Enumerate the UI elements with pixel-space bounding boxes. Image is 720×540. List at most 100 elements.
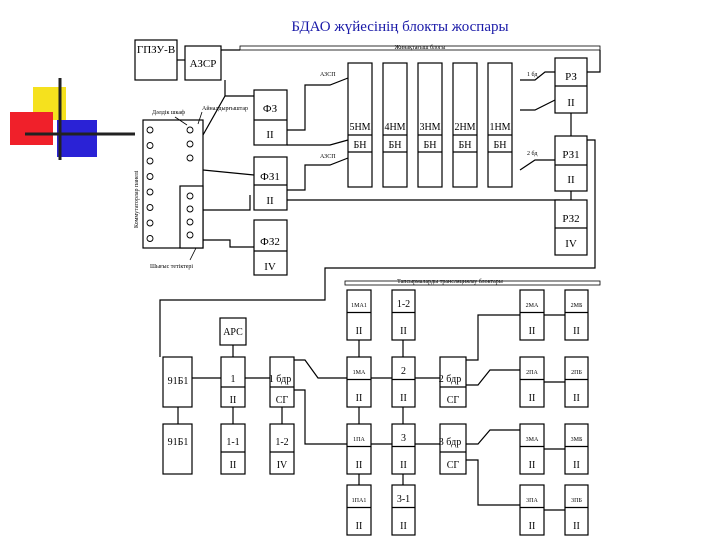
block-1-2a: 1-2 IV (269, 423, 295, 475)
phase-box-f32: ФЗ2 IV (253, 219, 288, 276)
svg-text:ФЗ1: ФЗ1 (260, 171, 280, 183)
svg-text:РЗ1: РЗ1 (562, 149, 579, 161)
svg-text:II: II (356, 326, 363, 337)
cabinet-label: Дәлдік шкаф (152, 109, 185, 116)
svg-text:3ПА: 3ПА (526, 498, 538, 504)
svg-text:II: II (400, 326, 407, 337)
decorative-squares (10, 78, 135, 160)
svg-text:1ПА: 1ПА (353, 437, 365, 443)
svg-text:1ПА1: 1ПА1 (352, 498, 367, 504)
svg-text:3МА: 3МА (526, 437, 539, 443)
svg-text:II: II (529, 393, 536, 404)
svg-text:II: II (529, 460, 536, 471)
svg-text:3НМ: 3НМ (419, 122, 440, 133)
r-box-r3: РЗ II (554, 57, 588, 114)
svg-text:СГ: СГ (447, 395, 460, 406)
svg-text:ФЗ2: ФЗ2 (260, 236, 280, 248)
r-box-r32: РЗ2 IV (554, 199, 588, 256)
block-r2mb: 2МБ II (564, 289, 589, 341)
block-1-2b: 1-2II (391, 289, 416, 341)
rotator-label: Айналдырғыштар (202, 105, 248, 112)
svg-text:2МБ: 2МБ (571, 303, 583, 309)
svg-text:1НМ: 1НМ (489, 122, 510, 133)
block-3bdr: 3 бдр СГ (439, 423, 467, 475)
cabinet-dot (146, 204, 154, 211)
cabinet-dot (146, 173, 154, 180)
svg-text:II: II (529, 521, 536, 532)
translation-label: Тапсырмаларды трансляциялау блоктары (397, 278, 503, 285)
bn-column-3: 3НМ БН (417, 62, 443, 188)
svg-text:3 бдр: 3 бдр (439, 437, 461, 448)
svg-text:3: 3 (401, 433, 406, 444)
svg-text:II: II (266, 195, 274, 207)
svg-text:АЗСР: АЗСР (190, 58, 217, 70)
block-1ma: 1МА II (346, 356, 372, 408)
cabinet-dot (186, 218, 194, 226)
cabinet-dot (186, 231, 194, 239)
svg-text:2МА: 2МА (526, 303, 539, 309)
bn-column-5: 1НМ БН (487, 62, 513, 188)
block-3: 3II (391, 423, 416, 475)
svg-text:II: II (230, 460, 237, 471)
block-1bdr: 1 бдр СГ (269, 356, 295, 408)
cabinet-dot (186, 205, 194, 213)
svg-text:IV: IV (277, 460, 288, 471)
svg-text:1МА: 1МА (353, 370, 366, 376)
svg-text:БН: БН (354, 140, 367, 151)
svg-text:II: II (230, 395, 237, 406)
svg-text:БН: БН (494, 140, 507, 151)
output-label: Шығыс тетіктері (150, 264, 193, 270)
block-91b1-a: 91Б1 (162, 356, 193, 408)
block-91b1-b: 91Б1 (162, 423, 193, 475)
svg-text:II: II (573, 326, 580, 337)
svg-text:II: II (400, 460, 407, 471)
svg-text:II: II (356, 521, 363, 532)
page-title: БДАО жүйесінің блокты жоспары (291, 19, 508, 35)
svg-text:II: II (400, 393, 407, 404)
svg-text:II: II (567, 174, 575, 186)
switch-label-1: 1 бд (527, 71, 537, 78)
svg-text:II: II (573, 460, 580, 471)
switch-label-2: 2 бд (527, 150, 537, 157)
cabinet-dot (146, 219, 154, 227)
svg-text:2ПА: 2ПА (526, 370, 538, 376)
distribution-cabinet: Дәлдік шкаф Айналдырғыштар Коммутаторлар… (134, 105, 248, 270)
svg-text:БН: БН (389, 140, 402, 151)
svg-text:СГ: СГ (447, 460, 460, 471)
switch-panel-label: Коммутаторлар панелі (134, 170, 140, 228)
block-r2pa: 2ПА II (519, 356, 545, 408)
svg-text:II: II (356, 460, 363, 471)
cabinet-dot (146, 157, 154, 165)
block-r3ma: 3МА II (519, 423, 545, 475)
phase-box-f31: ФЗ1 II (253, 156, 288, 211)
svg-text:II: II (356, 393, 363, 404)
svg-text:91Б1: 91Б1 (168, 376, 189, 387)
bn-column-2: 4НМ БН (382, 62, 408, 188)
r-box-r31: РЗ1 II (554, 135, 588, 192)
svg-text:1-1: 1-1 (226, 437, 239, 448)
cabinet-dot (186, 154, 194, 162)
cabinet-dot (186, 192, 194, 200)
svg-text:1-2: 1-2 (275, 437, 288, 448)
switch-label-azsp-1: АЗСП (320, 72, 336, 78)
svg-text:1 бдр: 1 бдр (269, 374, 291, 385)
block-1-1: 1-1 II (220, 423, 246, 475)
cabinet-dots (146, 126, 194, 242)
svg-text:1МА1: 1МА1 (351, 303, 367, 309)
gpzu-box: ГПЗУ-В (134, 39, 178, 81)
cabinet-dot (146, 126, 154, 134)
svg-text:91Б1: 91Б1 (168, 437, 189, 448)
svg-text:II: II (266, 129, 274, 141)
svg-text:БН: БН (424, 140, 437, 151)
svg-text:4НМ: 4НМ (384, 122, 405, 133)
cabinet-dot (186, 126, 194, 134)
